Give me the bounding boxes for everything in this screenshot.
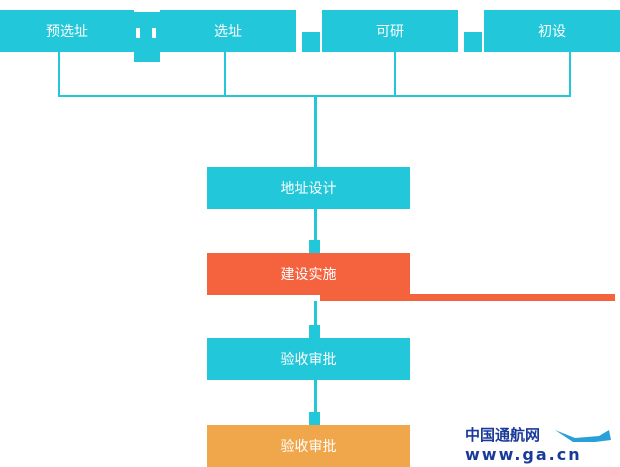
stage-pre-site: 预选址 [0, 10, 134, 52]
stage-site: 选址 [160, 10, 296, 52]
connector [309, 325, 320, 338]
watermark-logo: 中国通航网 www.ga.cn [465, 424, 582, 464]
line [394, 52, 396, 96]
step-site-design: 地址设计 [207, 167, 410, 209]
connector [309, 240, 320, 253]
line [314, 380, 317, 425]
connector [309, 412, 320, 425]
airplane-icon [555, 430, 611, 442]
connector-mark [136, 28, 140, 38]
line [314, 209, 317, 253]
line [569, 52, 571, 96]
step-acceptance: 验收审批 [207, 338, 410, 380]
watermark-cn: 中国通航网 [465, 426, 541, 444]
step-construction: 建设实施 [207, 253, 410, 295]
step-acceptance-final: 验收审批 [207, 425, 410, 467]
connector [302, 32, 320, 52]
stage-feasibility: 可研 [322, 10, 458, 52]
watermark-url: www.ga.cn [465, 445, 582, 464]
line [320, 294, 615, 301]
connector [464, 32, 482, 52]
line [58, 52, 60, 96]
line [314, 96, 317, 167]
line [224, 52, 226, 96]
connector-mark [152, 28, 156, 38]
line [314, 301, 317, 338]
stage-preliminary: 初设 [484, 10, 620, 52]
